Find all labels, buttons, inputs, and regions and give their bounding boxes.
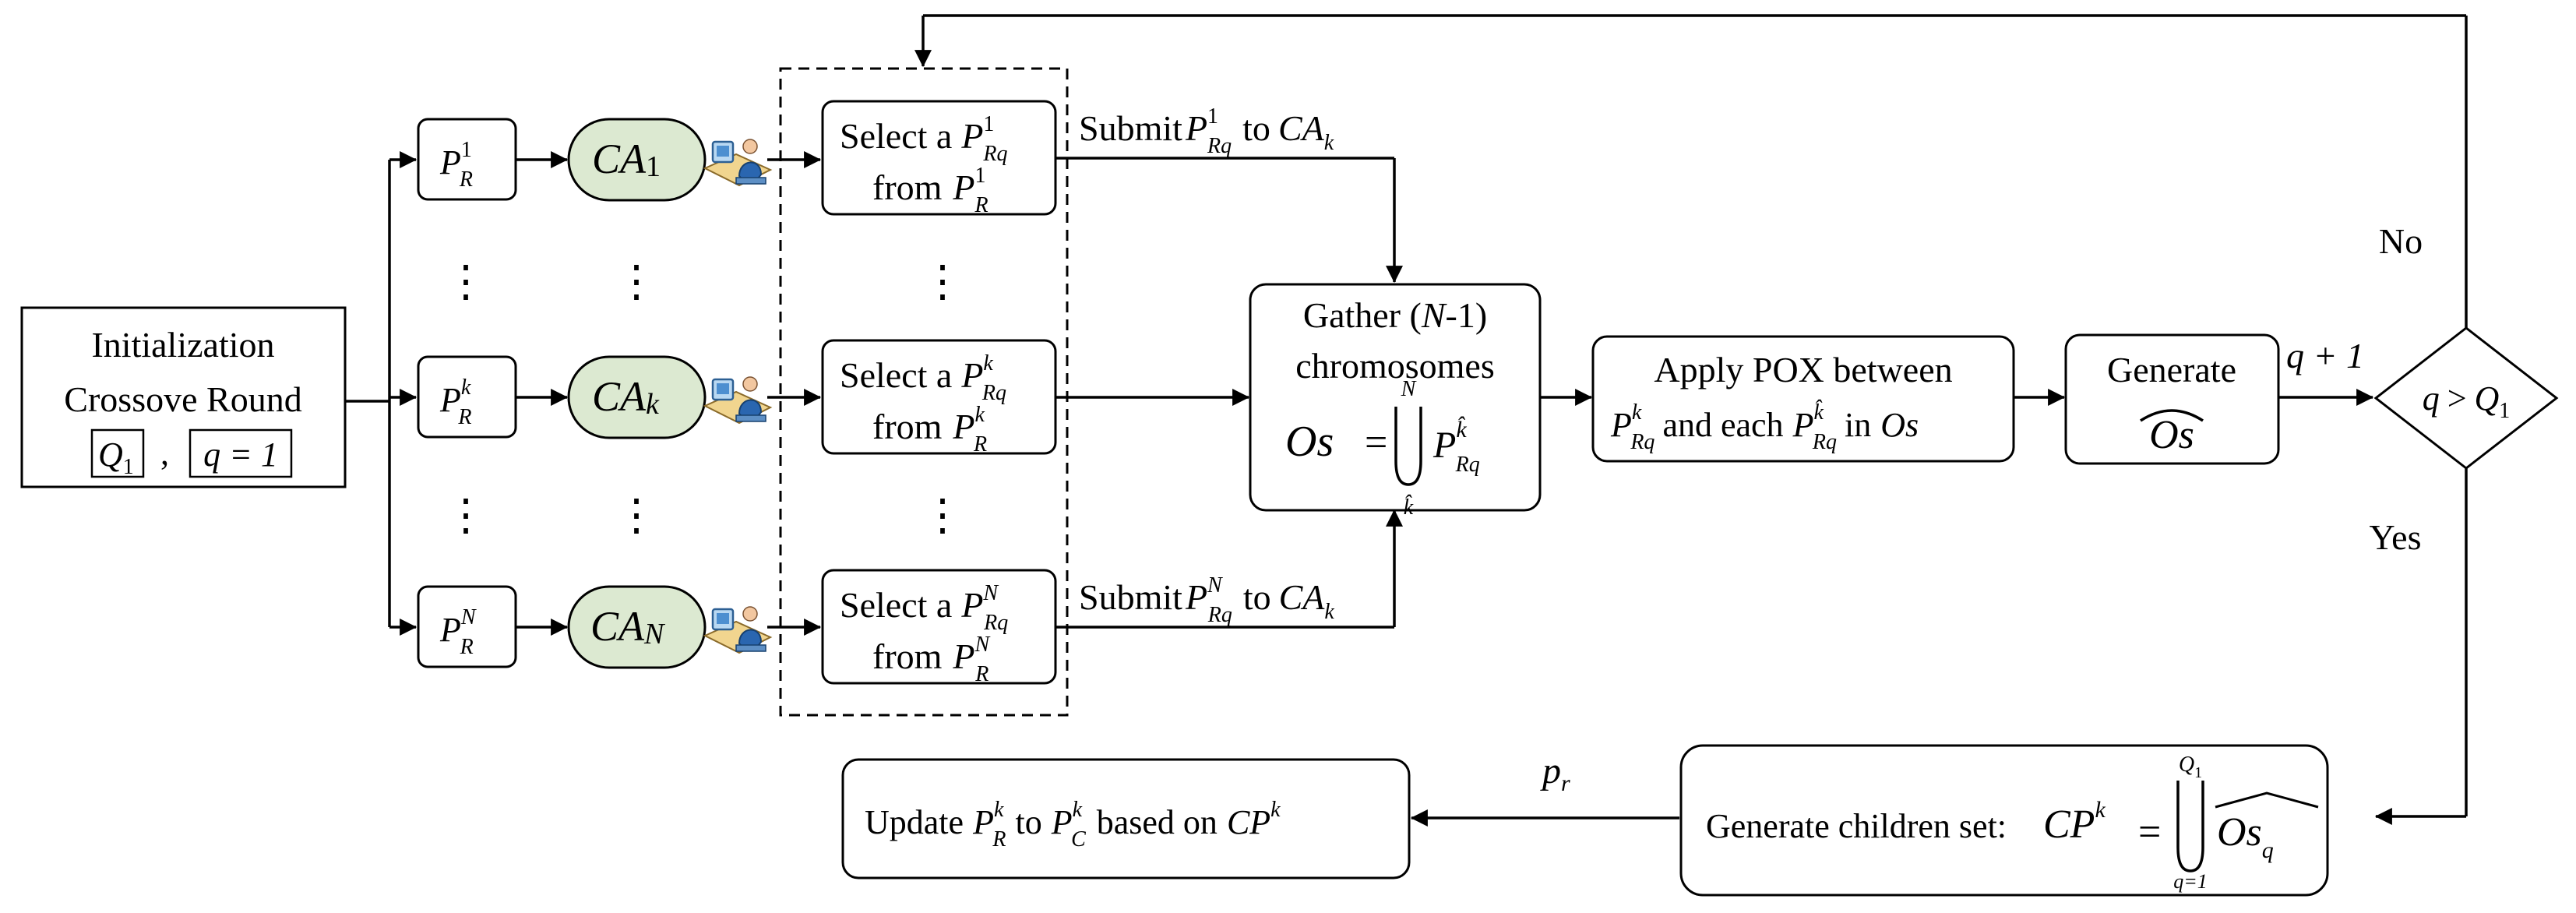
q-max-label: Q1 [98, 435, 134, 479]
gather-lhs: Os [1285, 418, 1334, 466]
q-init-frame [189, 428, 293, 478]
union-symbol [2176, 781, 2204, 872]
gather-line2: chromosomes [1295, 346, 1495, 386]
agent-label-1: CA1 [592, 136, 661, 183]
union-symbol [1394, 407, 1422, 486]
children-term: Osq [2217, 810, 2274, 863]
init-separator: , [160, 434, 169, 472]
connectors [345, 14, 2468, 827]
edge-label-pr: pr [1540, 750, 1570, 796]
vertical-ellipsis: ⋮ [615, 492, 658, 540]
vertical-ellipsis: ⋮ [444, 492, 488, 540]
vertical-ellipsis: ⋮ [921, 492, 964, 540]
children-union-bottom: q=1 [2173, 870, 2208, 893]
computer-user-icon [703, 605, 772, 654]
ellipsis-marks: ⋮ ⋮ ⋮ ⋮ ⋮ ⋮ [444, 258, 964, 540]
gather-union-top: N [1401, 377, 1417, 401]
gather-union-bottom: k̂ [1404, 495, 1414, 520]
children-equals: = [2138, 810, 2161, 855]
decision-diamond: q>Q1 [2373, 326, 2559, 470]
generate-line2: Os [2149, 413, 2194, 457]
computer-user-icon [703, 138, 772, 187]
vertical-ellipsis: ⋮ [615, 258, 658, 306]
init-box: Initialization Crossove Round Q1 , q = 1 [20, 306, 347, 488]
q-max-frame [90, 428, 145, 478]
children-text: Generate children set: [1706, 807, 2007, 845]
agent-selection-region [779, 67, 1069, 717]
hat-mark [2215, 791, 2319, 809]
branch-label-yes: Yes [2370, 517, 2422, 557]
agent-label-k: CAk [592, 373, 660, 421]
gather-line1: Gather (N-1) [1303, 295, 1487, 335]
generate-box: Generate Os [2064, 333, 2280, 465]
agent-label-n: CAN [590, 603, 666, 650]
children-box: Generate children set: CPk = Q1 q=1 Osq [1679, 744, 2329, 897]
branch-label-no: No [2379, 221, 2423, 261]
children-union-top: Q1 [2179, 753, 2202, 781]
generate-line1: Generate [2107, 350, 2236, 390]
gather-term: Pk̂Rq [1432, 416, 1480, 477]
vertical-ellipsis: ⋮ [921, 258, 964, 306]
q-init-label: q = 1 [203, 435, 278, 474]
gather-box: Gather (N-1) chromosomes Os = N k̂ Pk̂Rq [1249, 283, 1542, 520]
agent-ca-n: CAN [567, 585, 707, 669]
hat-mark [2140, 409, 2204, 422]
agent-ca-1: CA1 [567, 118, 707, 202]
decision-condition: q>Q1 [2423, 379, 2511, 423]
init-title: Initialization [91, 325, 274, 365]
vertical-ellipsis: ⋮ [444, 258, 488, 306]
agent-ca-k: CAk [567, 355, 707, 439]
edge-label-q-increment: q + 1 [2286, 336, 2364, 375]
gather-equals: = [1365, 421, 1387, 465]
children-lhs: CPk [2043, 797, 2106, 847]
computer-user-icon [703, 375, 772, 425]
pox-line1: Apply POX between [1654, 350, 1952, 390]
init-subtitle: Crossove Round [64, 379, 301, 419]
